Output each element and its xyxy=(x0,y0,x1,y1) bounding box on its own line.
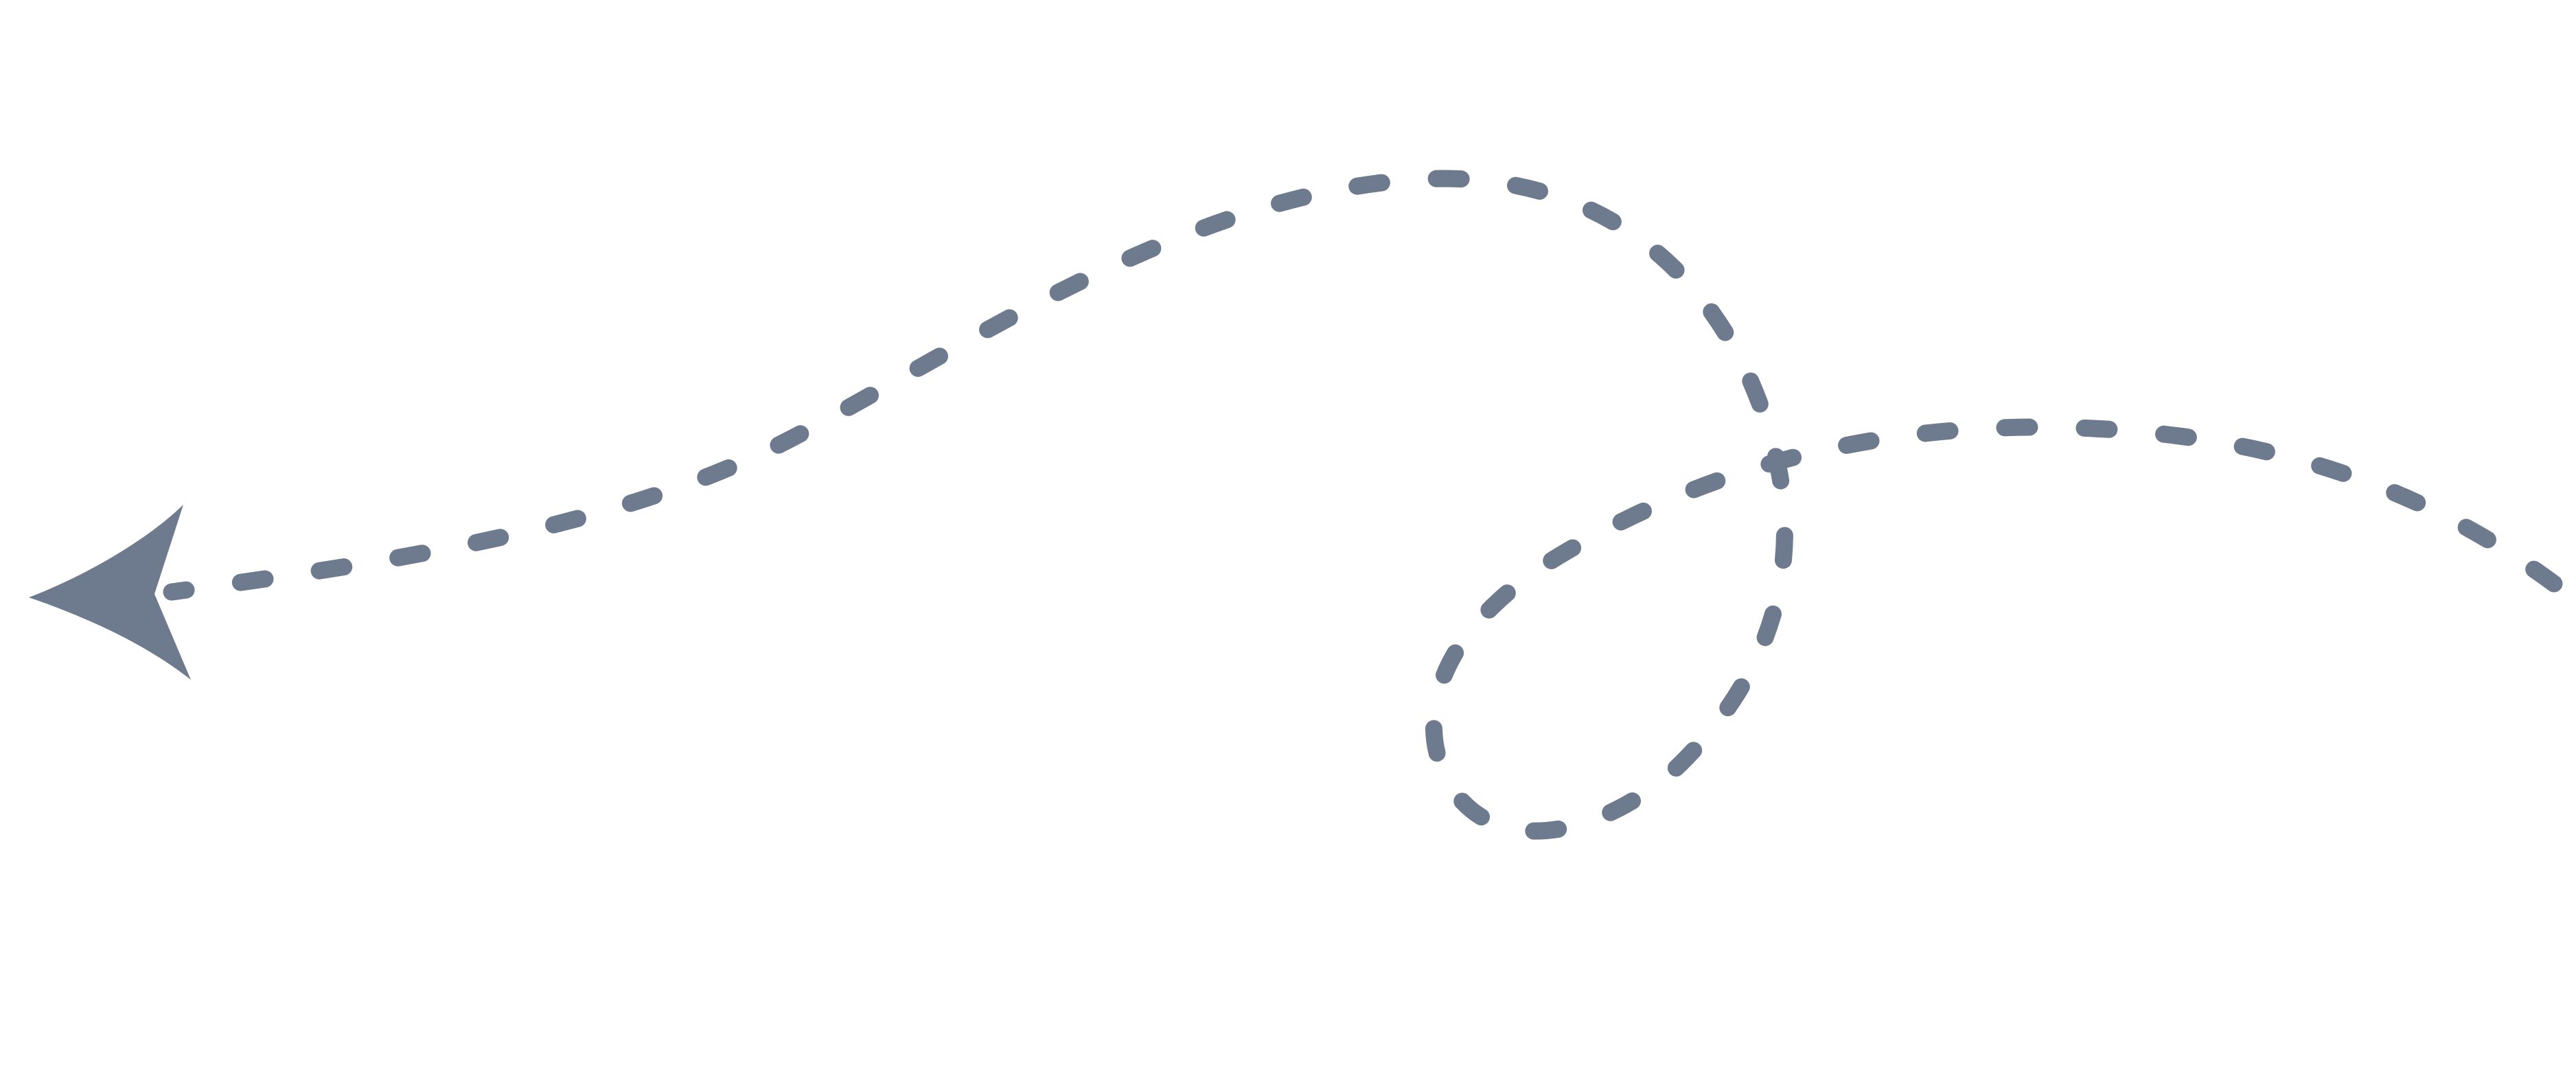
dashed-arrow-trail xyxy=(163,170,2563,840)
arrowhead-icon xyxy=(29,505,191,680)
